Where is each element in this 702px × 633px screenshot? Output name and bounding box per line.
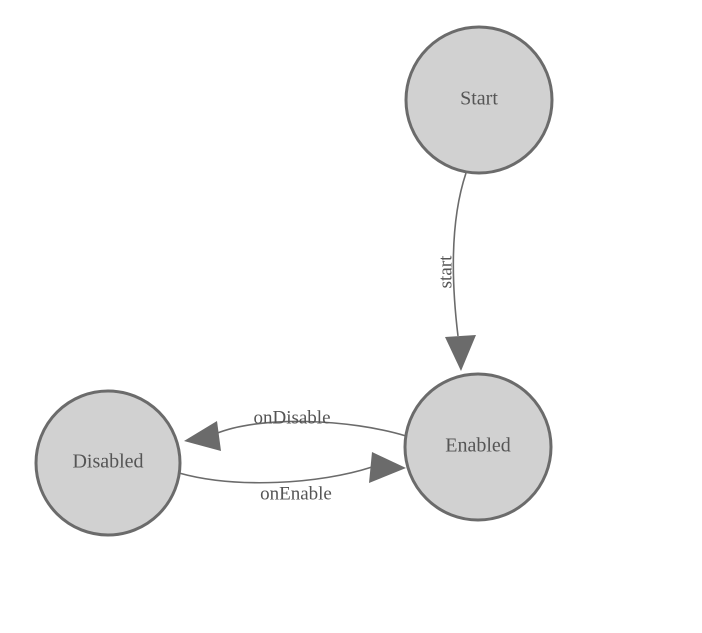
node-enabled-label: Enabled (445, 435, 511, 457)
node-start[interactable]: Start (404, 25, 554, 175)
edge-label-on-enable: onEnable (260, 483, 332, 504)
edge-disabled-to-enabled[interactable]: onEnable (178, 452, 406, 504)
edge-label-start: start (435, 255, 456, 288)
edge-start-to-enabled[interactable]: start (435, 172, 476, 371)
node-enabled-circle (403, 372, 553, 522)
edge-disabled-to-enabled-arrowhead (369, 452, 406, 483)
edge-start-to-enabled-path (452, 172, 467, 337)
edge-disabled-to-enabled-path (178, 466, 373, 484)
node-disabled[interactable]: Disabled (34, 389, 182, 537)
edge-enabled-to-disabled-path (214, 420, 407, 437)
node-start-label: Start (460, 88, 498, 110)
edge-label-on-disable: onDisable (253, 407, 330, 428)
node-disabled-label: Disabled (72, 451, 143, 473)
edge-enabled-to-disabled[interactable]: onDisable (184, 407, 407, 451)
node-enabled[interactable]: Enabled (403, 372, 553, 522)
node-start-circle (404, 25, 554, 175)
edge-start-to-enabled-arrowhead (445, 335, 476, 371)
node-disabled-circle (34, 389, 182, 537)
edge-enabled-to-disabled-arrowhead (184, 421, 221, 451)
